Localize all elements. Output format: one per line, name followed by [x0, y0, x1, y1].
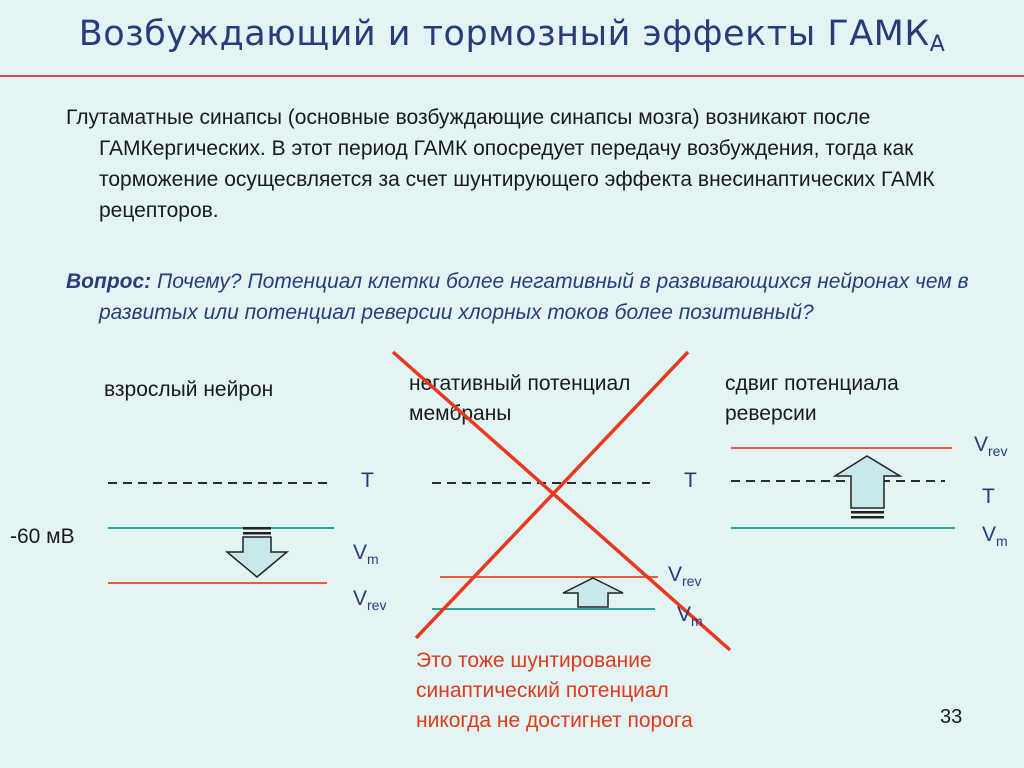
vm-symbol: Vm: [353, 541, 379, 568]
paragraph-question: Вопрос: Почему? Потенциал клетки более н…: [66, 266, 999, 328]
caption-adult-neuron: взрослый нейрон: [104, 378, 274, 401]
question-text: Почему? Потенциал клетки более негативны…: [99, 270, 969, 324]
threshold-symbol: Т: [361, 469, 374, 492]
up-arrow-icon: [832, 455, 903, 519]
title-main: Возбуждающий и тормозный эффекты ГАМК: [78, 14, 930, 54]
caption-reversal-shift: сдвиг потенциала реверсии: [725, 372, 899, 425]
title-divider: [0, 75, 1024, 77]
cross-out-line: [414, 350, 690, 640]
vm-symbol: Vm: [677, 603, 703, 630]
threshold-symbol: Т: [684, 469, 697, 492]
note-line: синаптический потенциал: [416, 679, 669, 702]
cross-out-line: [391, 350, 732, 652]
voltage-label: -60 мВ: [10, 525, 75, 548]
shunting-note: Это тоже шунтирование синаптический поте…: [416, 646, 693, 736]
title-subscript: А: [929, 32, 946, 57]
vrev-symbol: Vrev: [974, 433, 1008, 460]
down-arrow-icon: [224, 527, 290, 578]
question-label: Вопрос:: [66, 270, 152, 293]
threshold-symbol: Т: [982, 485, 995, 508]
paragraph-glutamate: Глутаматные синапсы (основные возбуждающ…: [66, 106, 935, 222]
vrev-symbol: Vrev: [353, 587, 387, 614]
note-line: никогда не достигнет порога: [416, 709, 693, 732]
vm-symbol: Vm: [982, 523, 1008, 550]
vrev-symbol: Vrev: [668, 563, 702, 590]
slide-title: Возбуждающий и тормозный эффекты ГАМКА: [0, 14, 1024, 57]
page-number: 33: [940, 706, 963, 728]
note-line: Это тоже шунтирование: [416, 649, 652, 672]
up-arrow-icon: [562, 577, 624, 608]
